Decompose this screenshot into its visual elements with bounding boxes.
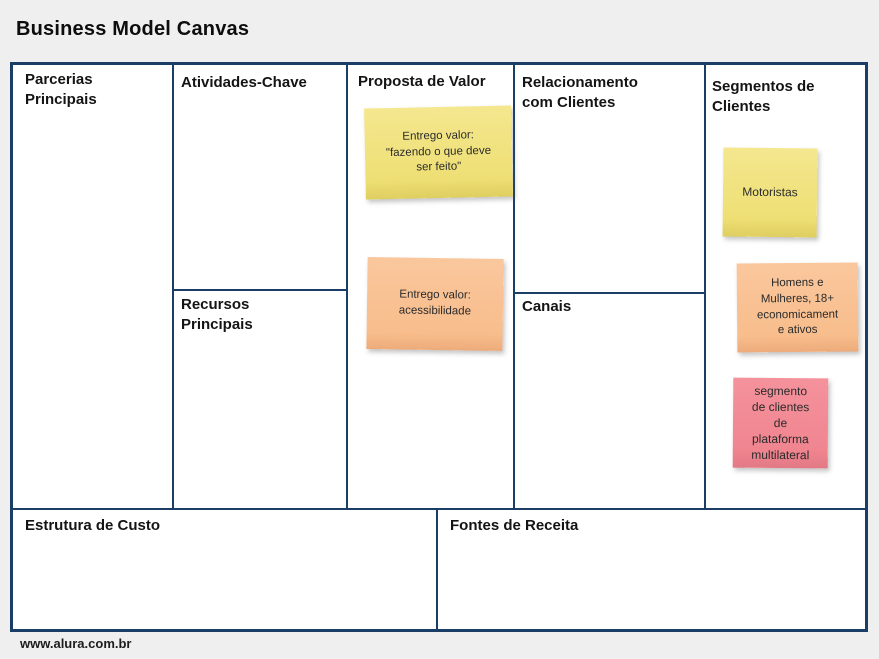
section-revenue-streams: Fontes de Receita [438, 510, 865, 629]
sticky-note-segment-adults: Homens e Mulheres, 18+ economicament e a… [736, 262, 859, 353]
key-resources-label: Recursos Principais [181, 296, 253, 333]
section-customer-segments: Segmentos de Clientes [706, 65, 865, 508]
customer-segments-label: Segmentos de Clientes [712, 78, 815, 115]
section-key-resources: Recursos Principais [174, 291, 346, 508]
divider-partners-activities [172, 65, 174, 508]
customer-relationships-label: Relacionamento com Clientes [522, 74, 638, 111]
section-key-partners: Parcerias Principais [13, 65, 172, 508]
section-channels: Canais [515, 294, 704, 508]
key-activities-label: Atividades-Chave [181, 74, 307, 91]
sticky-note-segment-platform: segmento de clientes de plataforma multi… [732, 377, 829, 469]
revenue-streams-label: Fontes de Receita [450, 517, 579, 534]
channels-label: Canais [522, 298, 572, 315]
page-title: Business Model Canvas [16, 18, 250, 40]
divider-valueprop-relationships [513, 65, 515, 508]
key-partners-label: Parcerias Principais [25, 71, 97, 108]
sticky-note-value-accessibility: Entrego valor: acessibilidade [366, 257, 504, 351]
divider-cost-revenue [436, 508, 438, 629]
cost-structure-label: Estrutura de Custo [25, 517, 161, 534]
section-cost-structure: Estrutura de Custo [13, 510, 436, 629]
divider-activities-resources [172, 289, 348, 291]
divider-activities-valueprop [346, 65, 348, 508]
section-key-activities: Atividades-Chave [174, 65, 346, 289]
sticky-note-value-delivery-quote: Entrego valor: "fazendo o que deve ser f… [364, 105, 513, 200]
divider-bottom-row [13, 508, 865, 510]
divider-relationships-channels [513, 292, 706, 294]
business-model-canvas: Parcerias Principais Atividades-Chave Re… [10, 62, 868, 632]
sticky-note-segment-drivers: Motoristas [722, 147, 818, 238]
section-value-proposition: Proposta de Valor [348, 65, 513, 508]
footer-url: www.alura.com.br [20, 636, 132, 651]
divider-relationships-segments [704, 65, 706, 508]
value-proposition-label: Proposta de Valor [358, 73, 486, 90]
section-customer-relationships: Relacionamento com Clientes [515, 65, 704, 292]
